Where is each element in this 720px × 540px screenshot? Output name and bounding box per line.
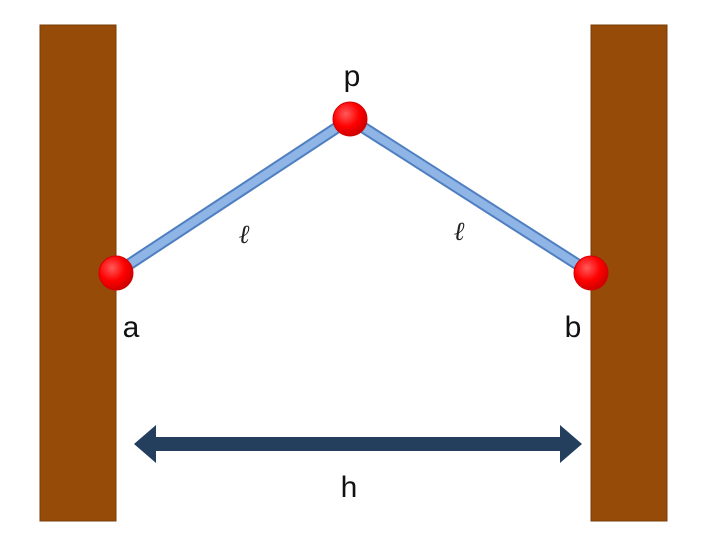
label-b: b: [565, 311, 582, 344]
label-h: h: [341, 471, 358, 504]
right-rod: [344, 113, 597, 279]
left-rod: [110, 113, 356, 279]
label-a: a: [123, 311, 140, 344]
distance-arrow: [134, 425, 582, 463]
point-b: [573, 255, 609, 291]
label-right-length: ℓ: [454, 217, 465, 247]
point-a: [98, 255, 134, 291]
point-p: [332, 101, 368, 137]
label-p: p: [344, 60, 361, 93]
label-left-length: ℓ: [239, 220, 250, 250]
